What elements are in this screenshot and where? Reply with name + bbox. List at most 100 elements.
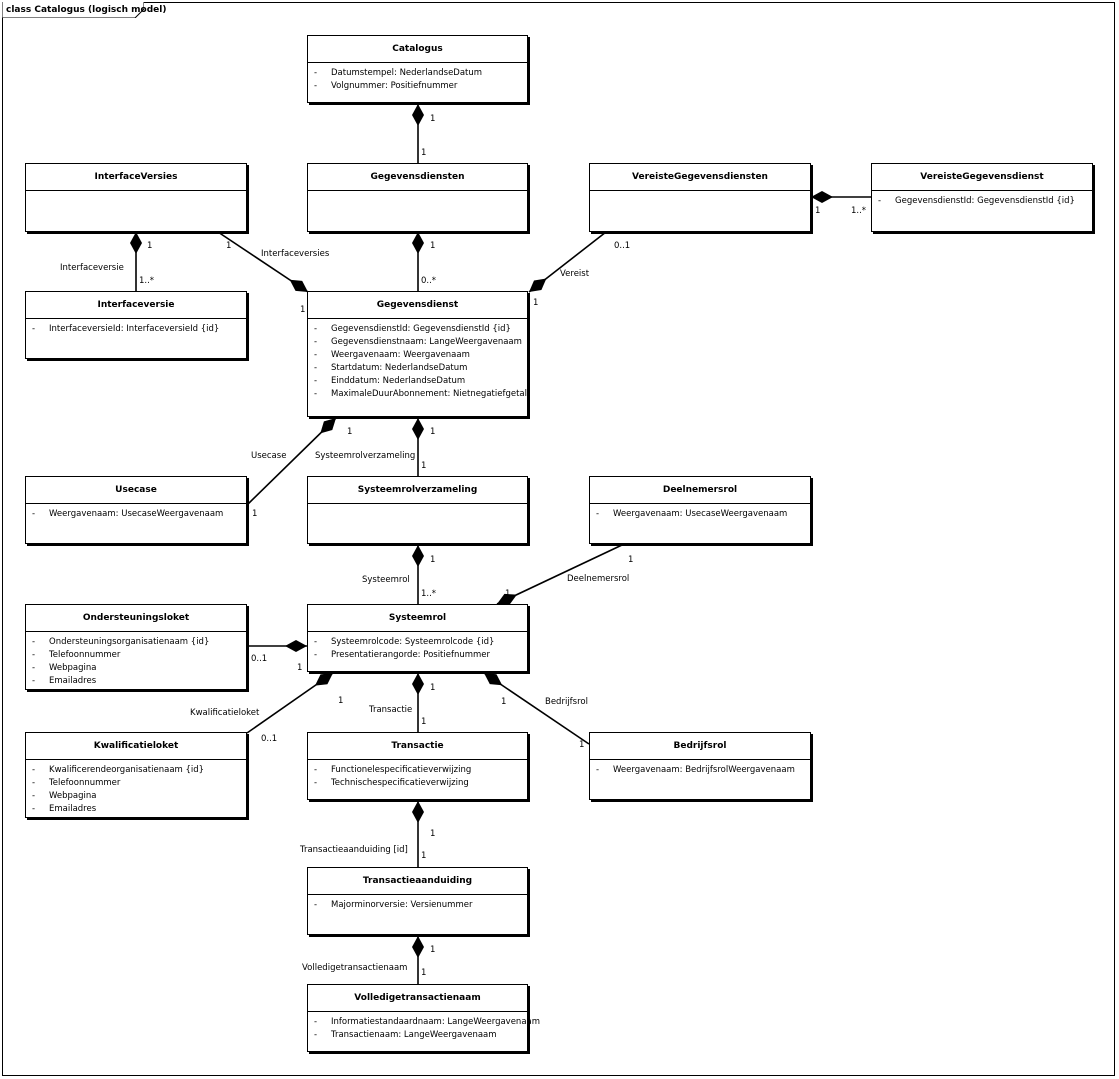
class-kwalificatieloket[interactable]: KwalificatieloketKwalificerendeorganisat… xyxy=(25,732,247,818)
attribute-compartment: InterfaceversieId: InterfaceversieId {id… xyxy=(26,319,246,336)
composition-diamond xyxy=(412,936,424,958)
class-name: Volledigetransactienaam xyxy=(308,985,527,1012)
composition-diamond xyxy=(412,673,424,695)
class-systeemrol[interactable]: SysteemrolSysteemrolcode: Systeemrolcode… xyxy=(307,604,528,672)
class-vereiste-gegevensdiensten[interactable]: VereisteGegevensdiensten xyxy=(589,163,811,232)
class-name: Systeemrolverzameling xyxy=(308,477,527,504)
class-attribute: Gegevensdienstnaam: LangeWeergavenaam xyxy=(314,336,527,349)
class-name: Systeemrol xyxy=(308,605,527,632)
role-label: Volledigetransactienaam xyxy=(302,963,408,973)
class-volledigetransactienaam[interactable]: VolledigetransactienaamInformatiestandaa… xyxy=(307,984,540,1052)
class-attribute: Datumstempel: NederlandseDatum xyxy=(314,67,527,80)
multiplicity-label: 1..* xyxy=(139,276,155,286)
composition-diamond xyxy=(412,801,424,823)
multiplicity-label: 1..* xyxy=(421,589,437,599)
multiplicity-label: 1 xyxy=(430,555,436,565)
class-ondersteuningsloket[interactable]: OndersteuningsloketOndersteuningsorganis… xyxy=(25,604,247,690)
role-label: Kwalificatieloket xyxy=(190,708,260,718)
composition-diamond xyxy=(412,418,424,440)
class-attribute: Volgnummer: Positiefnummer xyxy=(314,80,527,93)
association-line xyxy=(496,544,623,605)
class-transactie[interactable]: TransactieFunctionelespecificatieverwijz… xyxy=(307,732,528,800)
attribute-compartment xyxy=(308,504,527,508)
class-gegevensdiensten[interactable]: Gegevensdiensten xyxy=(307,163,528,232)
class-deelnemersrol[interactable]: DeelnemersrolWeergavenaam: UsecaseWeerga… xyxy=(589,476,811,544)
class-attribute: GegevensdienstId: GegevensdienstId {id} xyxy=(878,195,1092,208)
attribute-compartment: Weergavenaam: UsecaseWeergavenaam xyxy=(590,504,810,521)
role-label: Systeemrol xyxy=(362,575,410,585)
composition-diamond xyxy=(285,640,307,652)
multiplicity-label: 0..* xyxy=(421,276,437,286)
class-name: Deelnemersrol xyxy=(590,477,810,504)
role-label: Deelnemersrol xyxy=(567,574,630,584)
multiplicity-label: 1 xyxy=(501,697,507,707)
multiplicity-label: 1 xyxy=(430,114,436,124)
class-name: Gegevensdienst xyxy=(308,292,527,319)
multiplicity-label: 1 xyxy=(421,148,427,158)
attribute-compartment: Ondersteuningsorganisatienaam {id}Telefo… xyxy=(26,632,246,688)
class-name: Gegevensdiensten xyxy=(308,164,527,191)
multiplicity-label: 1 xyxy=(338,696,344,706)
multiplicity-label: 1 xyxy=(815,206,821,216)
attribute-compartment: GegevensdienstId: GegevensdienstId {id}G… xyxy=(308,319,527,401)
class-attribute: InterfaceversieId: InterfaceversieId {id… xyxy=(32,323,246,336)
class-name: Ondersteuningsloket xyxy=(26,605,246,632)
multiplicity-label: 1 xyxy=(628,555,634,565)
multiplicity-label: 0..1 xyxy=(261,734,278,744)
class-systeemrolverzameling[interactable]: Systeemrolverzameling xyxy=(307,476,528,544)
class-name: Kwalificatieloket xyxy=(26,733,246,760)
role-label: Vereist xyxy=(560,269,590,279)
attribute-compartment: Weergavenaam: BedrijfsrolWeergavenaam xyxy=(590,760,810,777)
composition-diamond xyxy=(412,232,424,254)
class-gegevensdienst[interactable]: GegevensdienstGegevensdienstId: Gegevens… xyxy=(307,291,528,417)
multiplicity-label: 1..* xyxy=(851,206,867,216)
composition-diamond xyxy=(811,191,833,203)
class-vereiste-gegevensdienst[interactable]: VereisteGegevensdienstGegevensdienstId: … xyxy=(871,163,1093,232)
class-name: Catalogus xyxy=(308,36,527,63)
attribute-compartment: Kwalificerendeorganisatienaam {id}Telefo… xyxy=(26,760,246,816)
class-attribute: Presentatierangorde: Positiefnummer xyxy=(314,649,527,662)
class-bedrijfsrol[interactable]: BedrijfsrolWeergavenaam: BedrijfsrolWeer… xyxy=(589,732,811,800)
attribute-compartment: GegevensdienstId: GegevensdienstId {id} xyxy=(872,191,1092,208)
role-label: Transactie xyxy=(369,705,413,715)
composition-diamond xyxy=(529,278,547,292)
class-name: InterfaceVersies xyxy=(26,164,246,191)
multiplicity-label: 1 xyxy=(430,427,436,437)
class-attribute: Weergavenaam: UsecaseWeergavenaam xyxy=(32,508,246,521)
composition-diamond xyxy=(484,673,503,686)
multiplicity-label: 1 xyxy=(347,427,353,437)
class-attribute: Telefoonnummer xyxy=(32,777,246,790)
class-transactieaanduiding[interactable]: TransactieaanduidingMajorminorversie: Ve… xyxy=(307,867,528,935)
composition-diamond xyxy=(412,545,424,567)
class-catalogus[interactable]: CatalogusDatumstempel: NederlandseDatumV… xyxy=(307,35,528,103)
composition-diamond xyxy=(320,418,336,434)
frame-title: class Catalogus (logisch model) xyxy=(6,5,167,15)
attribute-compartment: FunctionelespecificatieverwijzingTechnis… xyxy=(308,760,527,790)
multiplicity-label: 1 xyxy=(430,683,436,693)
class-attribute: Transactienaam: LangeWeergavenaam xyxy=(314,1029,527,1042)
attribute-compartment: Systeemrolcode: Systeemrolcode {id}Prese… xyxy=(308,632,527,662)
class-name: VereisteGegevensdiensten xyxy=(590,164,810,191)
class-attribute: Startdatum: NederlandseDatum xyxy=(314,362,527,375)
multiplicity-label: 1 xyxy=(579,740,585,750)
class-attribute: Ondersteuningsorganisatienaam {id} xyxy=(32,636,246,649)
class-name: Bedrijfsrol xyxy=(590,733,810,760)
role-label: Systeemrolverzameling xyxy=(315,451,416,461)
multiplicity-label: 1 xyxy=(430,241,436,251)
class-attribute: Webpagina xyxy=(32,790,246,803)
class-interfaceversie[interactable]: InterfaceversieInterfaceversieId: Interf… xyxy=(25,291,247,359)
class-attribute: Einddatum: NederlandseDatum xyxy=(314,375,527,388)
attribute-compartment: Datumstempel: NederlandseDatumVolgnummer… xyxy=(308,63,527,93)
attribute-compartment: Majorminorversie: Versienummer xyxy=(308,895,527,912)
class-attribute: Systeemrolcode: Systeemrolcode {id} xyxy=(314,636,527,649)
role-label: Interfaceversies xyxy=(261,249,330,259)
multiplicity-label: 1 xyxy=(297,663,303,673)
class-name: VereisteGegevensdienst xyxy=(872,164,1092,191)
class-attribute: Telefoonnummer xyxy=(32,649,246,662)
multiplicity-label: 1 xyxy=(533,298,539,308)
composition-diamond xyxy=(130,232,142,254)
class-usecase[interactable]: UsecaseWeergavenaam: UsecaseWeergavenaam xyxy=(25,476,247,544)
class-interfaceversies[interactable]: InterfaceVersies xyxy=(25,163,247,232)
multiplicity-label: 0..1 xyxy=(251,654,268,664)
multiplicity-label: 1 xyxy=(505,589,511,599)
